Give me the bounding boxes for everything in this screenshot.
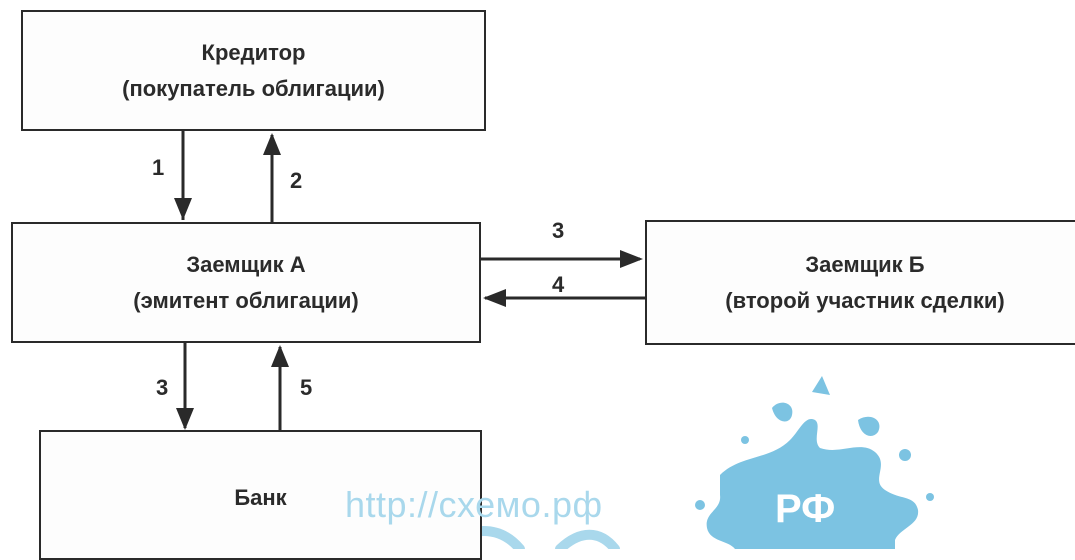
creditor-box: Кредитор (покупатель облигации) bbox=[21, 10, 486, 131]
arrow-label-4: 4 bbox=[552, 272, 565, 297]
watermark-badge: РФ bbox=[775, 487, 836, 531]
borrower-a-box: Заемщик А (эмитент облигации) bbox=[11, 222, 481, 343]
borrower-a-title: Заемщик А bbox=[186, 251, 306, 277]
arrowhead-right bbox=[620, 250, 643, 268]
arrowhead-left bbox=[483, 289, 506, 307]
arrowhead-down bbox=[174, 198, 192, 220]
arrow-label-2: 2 bbox=[290, 168, 303, 193]
bank-title: Банк bbox=[234, 485, 287, 510]
arrow-label-3-down: 3 bbox=[156, 375, 169, 400]
watermark-splash bbox=[695, 376, 934, 549]
arrowhead-up bbox=[271, 345, 289, 367]
creditor-title: Кредитор bbox=[201, 39, 306, 65]
arrow-label-1: 1 bbox=[152, 155, 165, 180]
bank-box: Банк bbox=[39, 430, 482, 560]
borrower-b-box: Заемщик Б (второй участник сделки) bbox=[645, 220, 1075, 345]
creditor-subtitle: (покупатель облигации) bbox=[122, 75, 385, 101]
arrowhead-down bbox=[176, 408, 194, 430]
watermark-url: http://схемо.рф bbox=[345, 484, 603, 525]
arrow-label-3-right: 3 bbox=[552, 218, 565, 243]
arrow-label-5: 5 bbox=[300, 375, 313, 400]
borrower-a-subtitle: (эмитент облигации) bbox=[133, 287, 359, 313]
arrowhead-up bbox=[263, 133, 281, 155]
borrower-b-subtitle: (второй участник сделки) bbox=[725, 287, 1005, 313]
borrower-b-title: Заемщик Б bbox=[805, 251, 925, 277]
